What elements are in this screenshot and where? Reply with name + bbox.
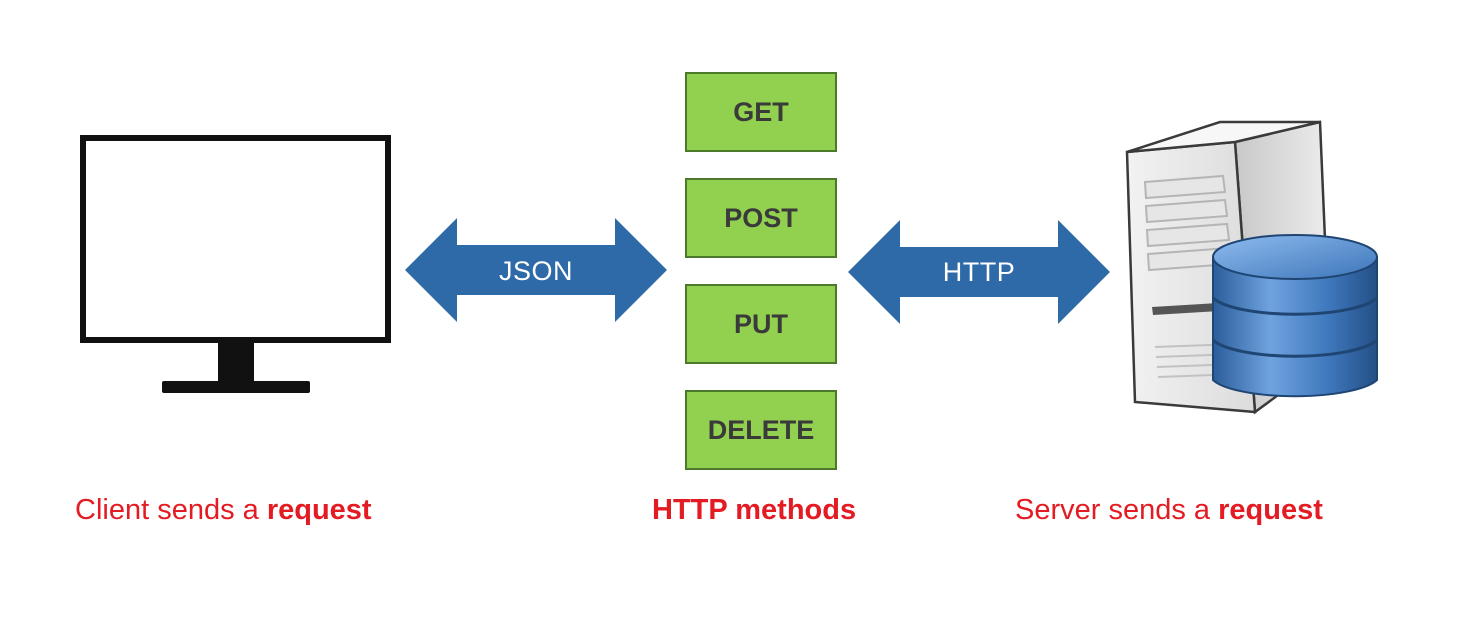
method-post: POST	[685, 178, 837, 258]
http-double-arrow	[848, 220, 1110, 324]
methods-caption: HTTP methods	[652, 494, 856, 527]
json-label: JSON	[498, 256, 573, 286]
server-caption-text: Server sends a	[1015, 494, 1219, 526]
client-caption-text: Client sends a	[75, 494, 267, 526]
method-put: PUT	[685, 284, 837, 364]
client-caption-emphasis: request	[266, 494, 372, 526]
server-database-icon	[1125, 120, 1379, 415]
http-methods-list: GET POST PUT DELETE	[685, 72, 841, 496]
server-caption: Server sends a request	[1015, 494, 1323, 527]
client-caption: Client sends a request	[75, 494, 372, 527]
method-delete: DELETE	[685, 390, 837, 470]
method-get: GET	[685, 72, 837, 152]
http-label: HTTP	[942, 257, 1016, 287]
server-caption-emphasis: request	[1218, 494, 1323, 526]
monitor-icon	[80, 135, 391, 393]
database-icon	[1211, 234, 1379, 398]
json-double-arrow	[405, 218, 667, 322]
methods-caption-text: HTTP methods	[652, 494, 857, 526]
